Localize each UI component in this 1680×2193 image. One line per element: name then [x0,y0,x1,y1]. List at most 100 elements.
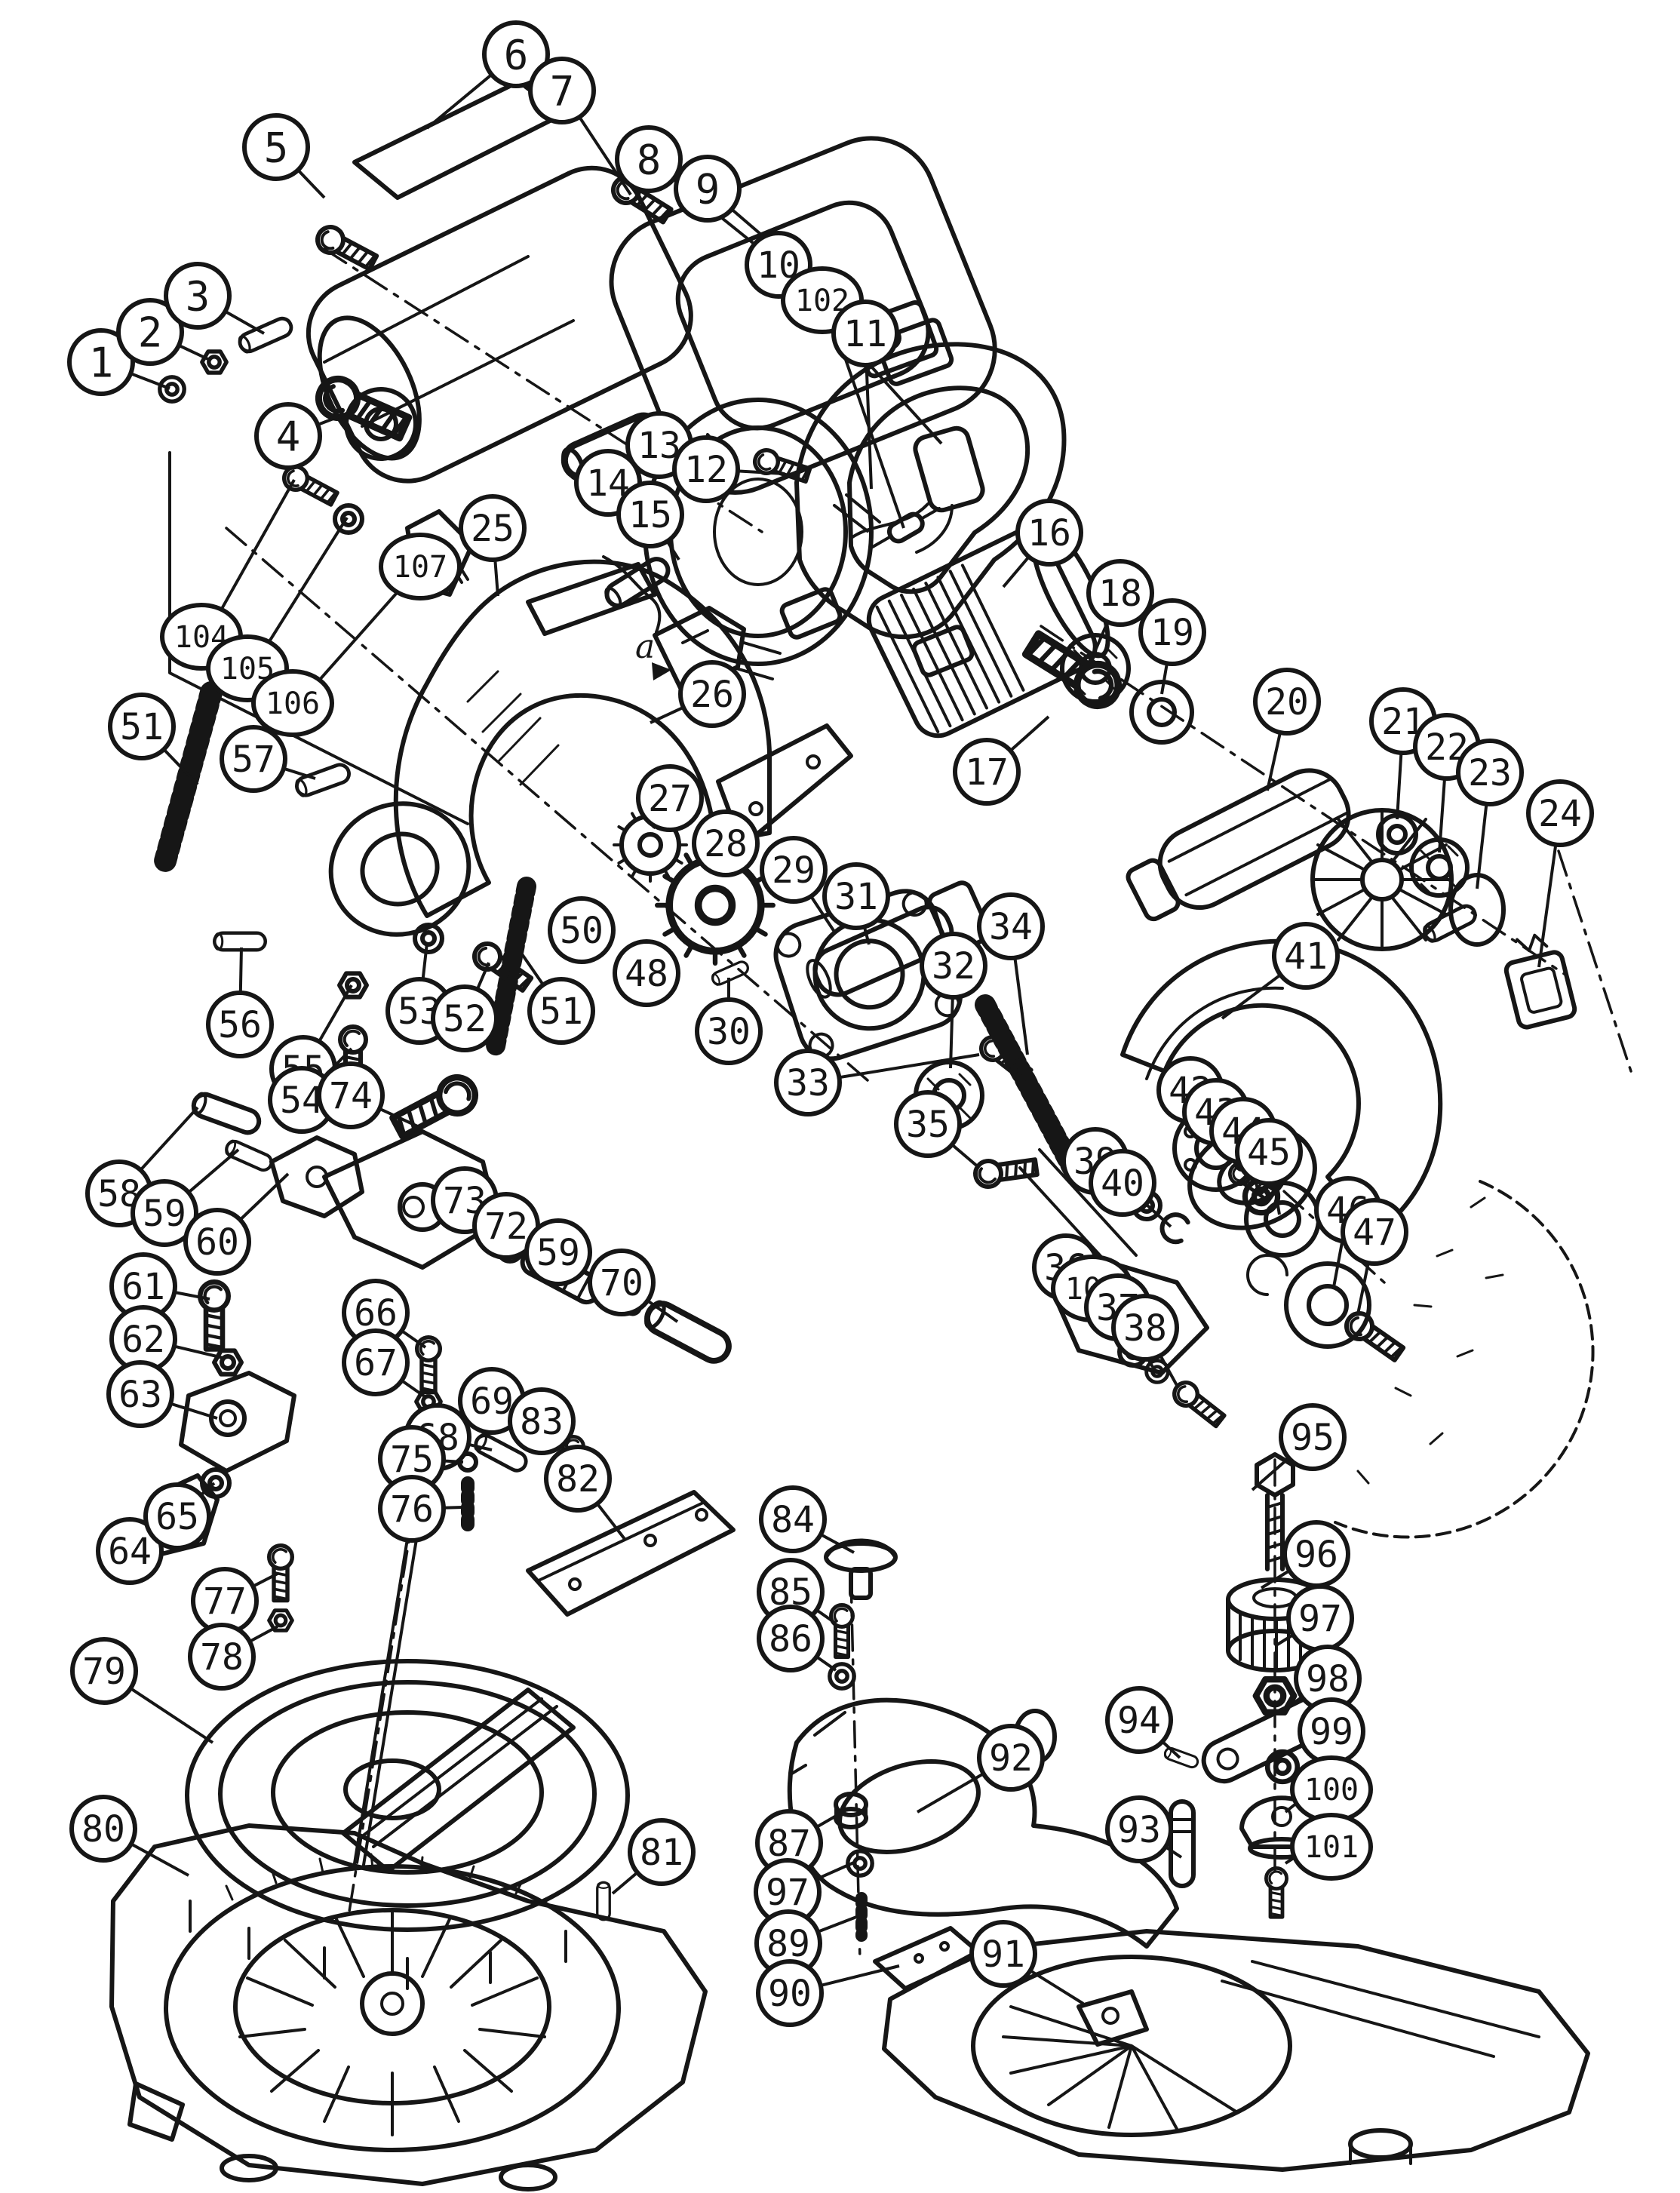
callout-number: 87 [767,1823,811,1865]
callout-number: 8 [637,137,662,184]
callout-93: 93 [1105,1795,1183,1863]
callout-number: 51 [539,991,583,1033]
callout-number: 24 [1538,793,1582,835]
callout-balloon [1105,1686,1173,1754]
callout-number: 82 [556,1458,600,1500]
callout-number: 16 [1027,512,1071,554]
leader-line [949,997,954,1069]
callout-balloon [1279,1403,1347,1471]
callout-balloon [220,725,287,793]
leader-line [578,115,632,196]
callout-77: 77 [191,1567,278,1635]
callout-balloon [894,1090,962,1158]
callout-balloon [206,991,274,1058]
callout-balloon [1253,668,1321,736]
callout-number: 72 [484,1206,528,1248]
callout-24: 24 [1526,779,1594,968]
leader-line [1009,715,1050,752]
leader-line [1396,752,1403,820]
callout-number: 52 [443,998,487,1040]
callout-number: 50 [560,910,604,952]
callout-balloon [431,984,499,1052]
leader-line [238,1172,290,1221]
leader-line [611,1871,639,1895]
callout-70: 70 [588,1249,679,1323]
callout-59-2: 59 [524,1218,613,1293]
callout-number: 97 [766,1872,809,1914]
callout-35: 35 [894,1090,981,1169]
callout-number: 11 [843,313,887,355]
callout-balloon [70,1637,138,1705]
callout-balloon [67,328,135,396]
callout-number: 79 [82,1651,126,1693]
leader-line [1266,732,1282,791]
callout-45: 45 [1235,1118,1303,1215]
callout-number: 30 [707,1011,751,1053]
callout-balloon [1456,739,1524,806]
callout-number: 32 [932,945,975,987]
leader-line [815,1655,837,1672]
brush-holder [1503,933,1577,1030]
leader-line [1160,663,1169,695]
callout-74: 74 [317,1061,423,1130]
callout-number: 31 [834,876,878,918]
leader-line [815,1860,856,1881]
callout-balloon [636,764,704,832]
callout-number: 59 [143,1193,186,1235]
callout-balloon [822,862,890,930]
callout-41: 41 [1221,922,1340,1020]
callout-number: 17 [965,751,1009,794]
stop-knob [824,1538,898,1600]
callout-number: 45 [1247,1132,1291,1174]
callout-31: 31 [822,862,890,945]
callout-balloon [69,1795,137,1863]
callout-66: 66 [342,1279,427,1349]
leader-line [162,748,199,786]
callout-number: 26 [690,674,734,716]
callout-number: 93 [1117,1809,1161,1851]
callout-number: 27 [648,778,692,820]
leader-line [379,1107,423,1130]
callout-balloon [613,939,680,1007]
callout-balloon [628,1818,696,1886]
callout-51: 51 [108,693,199,786]
callout-48: 48 [613,939,680,1007]
leader-line [1013,957,1029,1055]
callout-balloon [528,57,596,124]
callout-number: 15 [628,494,672,536]
callout-number: 57 [232,739,275,781]
callout-balloon [108,693,176,760]
callout-balloon [527,977,595,1045]
callout-balloon [756,1959,824,2027]
callout-balloon [1111,1294,1179,1362]
callout-balloon [1138,598,1206,666]
leader-line [1476,803,1488,889]
callout-101: 101 [1284,1813,1373,1881]
leader-line [916,1772,984,1814]
callout-number: 86 [769,1618,812,1660]
callout-number: 5 [264,124,289,172]
callout-20: 20 [1253,668,1321,791]
leader-line [252,1572,278,1588]
callout-balloon [1105,1795,1173,1863]
callout-92: 92 [916,1724,1045,1814]
leader-line [170,1402,218,1420]
callout-76: 76 [378,1475,464,1543]
callout-number: 40 [1101,1163,1144,1205]
callout-balloon [920,932,987,1000]
callout-56: 56 [206,947,274,1058]
stator [866,521,1110,739]
callout-60: 60 [183,1172,290,1276]
callout-number: 34 [989,906,1033,948]
callout-67: 67 [342,1328,427,1399]
callout-3: 3 [164,262,265,335]
leader-line [596,1502,626,1540]
leader-line [187,1148,240,1194]
callout-balloon [674,155,742,223]
callout-number: 35 [906,1104,950,1146]
callout-number: 64 [108,1531,152,1573]
callout-number: 19 [1150,612,1194,654]
leader-line [468,1442,493,1451]
callout-number: 94 [1117,1700,1161,1742]
